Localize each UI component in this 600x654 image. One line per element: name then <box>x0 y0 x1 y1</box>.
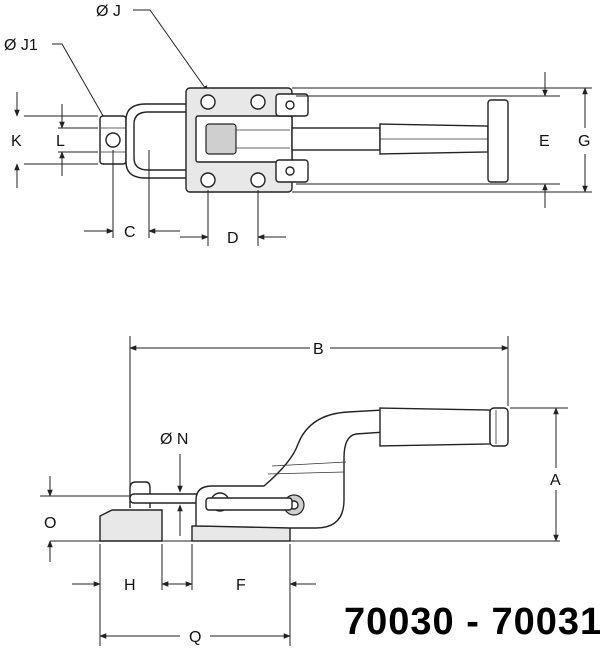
label-d: D <box>227 230 239 247</box>
label-c: C <box>124 224 136 241</box>
label-o: O <box>44 515 56 532</box>
label-g: G <box>578 133 590 150</box>
latch-plate-side <box>99 481 163 542</box>
handle-grip-side <box>379 407 509 447</box>
label-f: F <box>236 577 246 594</box>
clamp-body-side <box>195 409 385 529</box>
label-e: E <box>539 133 550 150</box>
label-q: Q <box>189 629 201 646</box>
label-dia-j: Ø J <box>96 3 121 20</box>
label-l: L <box>56 133 65 150</box>
clamp-body-top <box>195 93 309 183</box>
label-dia-j1: Ø J1 <box>4 37 38 54</box>
label-b: B <box>313 341 324 358</box>
top-view: Ø J Ø J1 K L C D E G <box>4 3 592 247</box>
side-view: B A Ø N O H F Q <box>40 336 568 646</box>
model-number-title: 70030 - 70031 <box>344 601 600 643</box>
label-dia-n: Ø N <box>160 431 188 448</box>
handle-top <box>291 99 509 183</box>
label-a: A <box>550 472 561 489</box>
label-k: K <box>11 133 22 150</box>
label-h: H <box>124 577 136 594</box>
